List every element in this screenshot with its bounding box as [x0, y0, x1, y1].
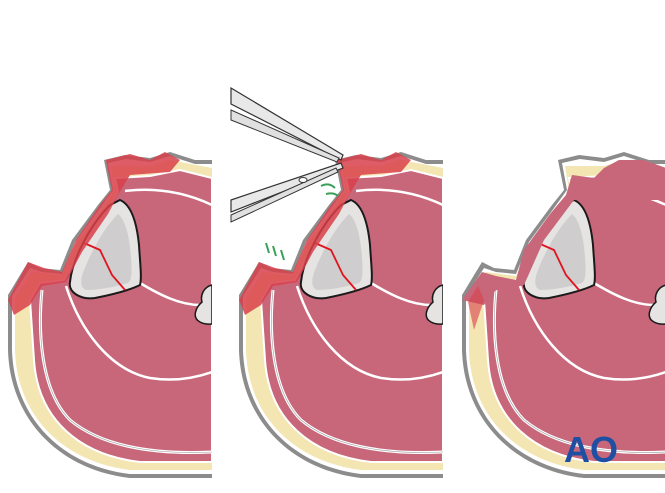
wound-edge [239, 152, 411, 315]
arrow-icon [265, 183, 339, 261]
ao-logo-text: AO [564, 429, 618, 470]
ao-logo: AO [564, 429, 618, 470]
debrided-wound-surface [462, 160, 665, 305]
panel-2-debridement [230, 86, 443, 480]
panel-3-debrided: AO [460, 150, 665, 480]
panel-1-open-wound [6, 150, 212, 480]
scissors-icon [230, 162, 344, 223]
wound-edge [8, 152, 180, 315]
forceps-icon [230, 86, 344, 163]
